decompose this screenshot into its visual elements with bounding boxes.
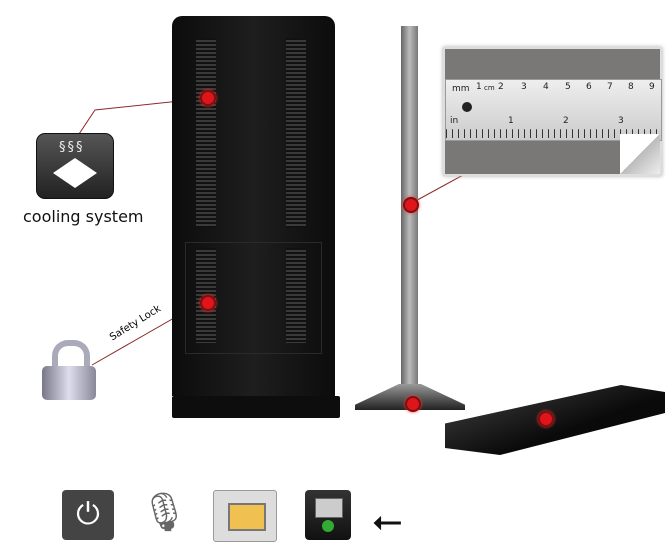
ruler-label: 3 — [521, 82, 527, 92]
ruler-label: 4 — [543, 82, 549, 92]
ruler-label: 8 — [628, 82, 634, 92]
ruler-label: 5 — [565, 82, 571, 92]
cooling-system-label: cooling system — [23, 207, 144, 226]
ruler-label: 7 — [607, 82, 613, 92]
ruler-label: cm — [484, 84, 495, 92]
ruler-label: 1 — [476, 82, 482, 92]
ruler-label: 2 — [498, 82, 504, 92]
base-plate-marker — [538, 411, 554, 427]
lock-marker — [200, 295, 216, 311]
ruler-label: mm — [452, 84, 470, 94]
usb-port-icon — [305, 490, 351, 540]
ruler-inset: mm 1 cm 2 3 4 5 6 7 8 9 in 1 2 3 — [443, 47, 662, 176]
ethernet-port-icon — [213, 490, 277, 542]
ruler-label: 3 — [618, 116, 624, 126]
base-marker — [405, 396, 421, 412]
microphone-icon: 🎙 — [140, 490, 189, 534]
power-plug-icon: ⏻ — [62, 490, 114, 540]
ruler-label: 1 — [508, 116, 514, 126]
ruler-label: 2 — [563, 116, 569, 126]
cooling-marker — [200, 90, 216, 106]
kiosk-base — [172, 396, 340, 418]
padlock-icon — [42, 340, 96, 400]
cooling-system-icon: §§§ — [36, 133, 114, 199]
usb-symbol-icon: ⭠ — [372, 498, 403, 542]
ruler-label: 6 — [586, 82, 592, 92]
side-marker — [403, 197, 419, 213]
ruler-label: 9 — [649, 82, 655, 92]
kiosk-front — [172, 16, 335, 396]
ruler-label: in — [450, 116, 459, 126]
